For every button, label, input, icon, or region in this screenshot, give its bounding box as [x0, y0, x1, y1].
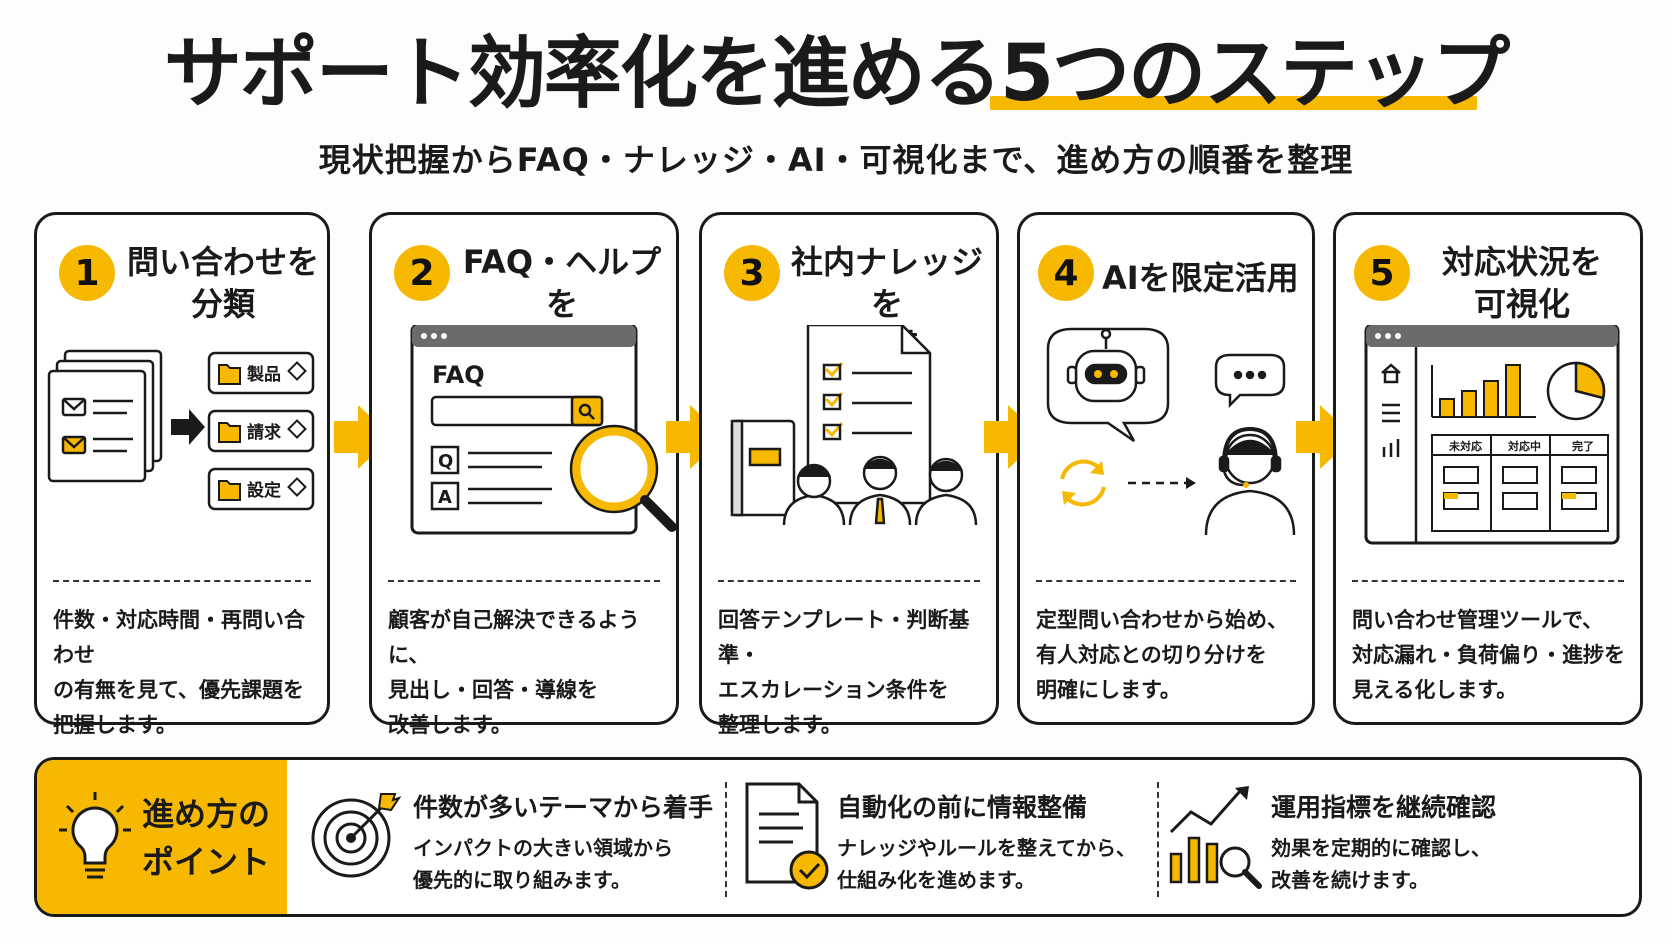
team-icon — [782, 455, 978, 526]
ai-illustration — [1046, 327, 1296, 536]
target-icon — [311, 793, 402, 878]
menu-icon — [1382, 403, 1400, 423]
lightbulb-icon — [59, 792, 131, 879]
step-card-5: 5 対応状況を 可視化 — [1333, 212, 1643, 725]
tips-label: 進め方の ポイント — [142, 795, 271, 881]
step-number: 4 — [1038, 245, 1094, 301]
step-number: 2 — [394, 245, 450, 301]
tip-description-3: 効果を定期的に確認し、 改善を続けます。 — [1271, 836, 1491, 892]
folder-icon — [218, 364, 241, 501]
step-number: 1 — [59, 245, 115, 301]
search-input — [430, 395, 604, 427]
divider — [725, 782, 727, 897]
classify-illustration: 製品 請求 設定 — [47, 349, 315, 511]
step-description: 顧客が自己解決できるように、 見出し・回答・導線を 改善します。 — [388, 608, 640, 737]
step-description: 問い合わせ管理ツールで、 対応漏れ・負荷偏り・進捗を 見える化します。 — [1352, 608, 1625, 702]
board-column-todo: 未対応 — [1448, 439, 1482, 453]
step-title: 問い合わせを 分類 — [126, 243, 319, 323]
tips-label-block: 進め方の ポイント — [37, 760, 287, 914]
step-title: AIを限定活用 — [1102, 259, 1299, 297]
knowledge-illustration — [730, 325, 978, 526]
mail-stack-icon — [47, 349, 163, 483]
board-column-done: 完了 — [1572, 439, 1594, 453]
tip-title-2: 自動化の前に情報整備 — [837, 793, 1088, 822]
q-label: Q — [438, 451, 453, 472]
page-title: サポート効率化を進める5つのステップ — [163, 29, 1510, 119]
category-billing: 請求 — [247, 422, 281, 443]
step-card-1: 1 問い合わせを 分類 — [34, 212, 330, 737]
binder-icon — [730, 419, 796, 517]
step-card-3: 3 社内ナレッジを 整備 回答 — [699, 212, 999, 737]
tip-description-2: ナレッジやルールを整えてから、 仕組み化を進めます。 — [837, 836, 1136, 892]
divider — [1157, 782, 1159, 897]
operator-icon — [1204, 426, 1296, 536]
divider — [53, 580, 311, 582]
dashboard-illustration: 未対応 対応中 完了 — [1364, 325, 1620, 545]
divider — [1352, 580, 1624, 582]
step-title: 対応状況を 可視化 — [1441, 243, 1602, 323]
divider — [718, 580, 980, 582]
chart-icon — [1431, 364, 1536, 418]
category-folders — [207, 351, 315, 511]
title-underline — [990, 96, 1477, 110]
document-check-icon — [745, 782, 829, 890]
page-subtitle: 現状把握からFAQ・ナレッジ・AI・可視化まで、進め方の順番を整理 — [318, 141, 1354, 179]
home-icon — [1381, 363, 1401, 384]
step-card-4: 4 AIを限定活用 — [1017, 212, 1315, 725]
faq-illustration: FAQ Q A — [410, 325, 677, 535]
board-column-doing: 対応中 — [1507, 439, 1541, 453]
arrow-right-icon — [666, 405, 724, 469]
tips-panel: 進め方の ポイント 件数が多いテーマから着手 インパクトの大きい領域から 優先的… — [34, 757, 1642, 917]
tip-title-1: 件数が多いテーマから着手 — [413, 793, 714, 822]
chat-bubble-icon — [1214, 353, 1286, 409]
category-product: 製品 — [246, 364, 281, 385]
a-label: A — [438, 487, 452, 508]
step-description: 回答テンプレート・判断基準・ エスカレーション条件を 整理します。 — [718, 608, 970, 737]
tip-title-3: 運用指標を継続確認 — [1271, 793, 1497, 822]
step-card-2: 2 FAQ・ヘルプを 見直す FAQ Q A 顧客が自己解決できるように、 見出… — [369, 212, 679, 737]
arrow-right-icon — [1296, 405, 1354, 469]
step-number: 3 — [724, 245, 780, 301]
sync-icon — [1060, 459, 1106, 507]
step-description: 件数・対応時間・再問い合わせ の有無を見て、優先課題を 把握します。 — [53, 608, 305, 737]
tip-description-1: インパクトの大きい領域から 優先的に取り組みます。 — [413, 836, 673, 892]
category-settings: 設定 — [247, 480, 281, 501]
step-description: 定型問い合わせから始め、 有人対応との切り分けを 明確にします。 — [1036, 608, 1288, 702]
step-number: 5 — [1354, 245, 1410, 301]
pie-chart-icon — [1546, 361, 1606, 421]
growth-chart-icon — [1169, 786, 1262, 889]
search-icon — [578, 403, 595, 420]
arrow-right-icon — [984, 405, 1042, 469]
arrow-right-icon — [171, 409, 205, 445]
robot-icon — [1046, 327, 1170, 443]
divider — [388, 580, 660, 582]
magnifier-icon — [569, 424, 677, 532]
divider — [1036, 580, 1296, 582]
arrow-right-icon — [334, 405, 392, 469]
faq-label: FAQ — [432, 361, 485, 389]
